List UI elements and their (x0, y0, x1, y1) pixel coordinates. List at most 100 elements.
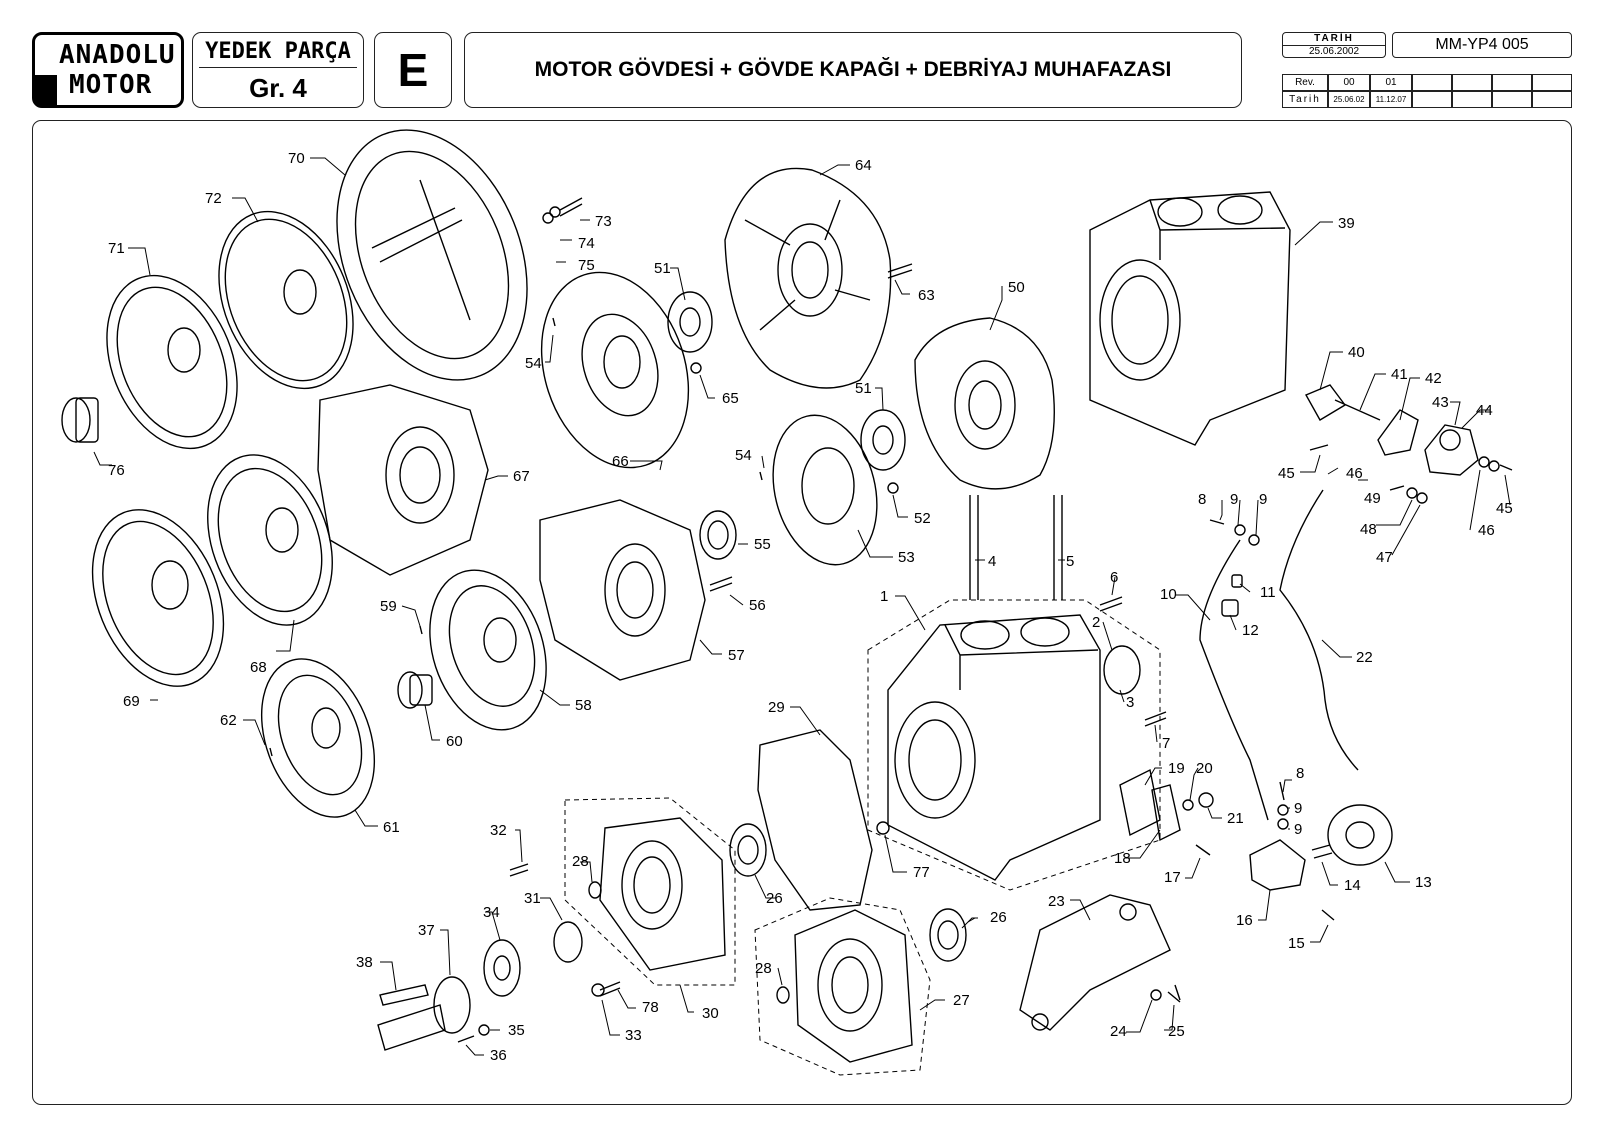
callout-53: 53 (898, 549, 915, 566)
callout-40: 40 (1348, 344, 1365, 361)
callout-22: 22 (1356, 649, 1373, 666)
callout-37: 37 (418, 922, 435, 939)
logo-line-1: ANADOLU (59, 40, 176, 70)
callout-51: 51 (654, 260, 671, 277)
part-76-nut (61, 397, 91, 443)
tarih-01: 11.12.07 (1370, 91, 1412, 108)
callout-38: 38 (356, 954, 373, 971)
callout-51: 51 (855, 380, 872, 397)
rev-empty-2 (1452, 74, 1492, 91)
part-39-engine-block (1089, 191, 1291, 446)
callout-8: 8 (1198, 491, 1206, 508)
part-37-shaft (377, 984, 446, 1051)
callout-2: 2 (1092, 614, 1100, 631)
page-title: MOTOR GÖVDESİ + GÖVDE KAPAĞI + DEBRİYAJ … (464, 32, 1242, 108)
callout-24: 24 (1110, 1023, 1127, 1040)
callout-9: 9 (1230, 491, 1238, 508)
callout-36: 36 (490, 1047, 507, 1064)
callout-15: 15 (1288, 935, 1305, 952)
callout-68: 68 (250, 659, 267, 676)
callout-1: 1 (880, 588, 888, 605)
part-18-housing (1151, 784, 1181, 842)
callout-12: 12 (1242, 622, 1259, 639)
callout-69: 69 (123, 693, 140, 710)
date-label: TARİH (1283, 33, 1385, 46)
rev-00: 00 (1328, 74, 1370, 91)
callout-44: 44 (1476, 402, 1493, 419)
tarih-empty-4 (1532, 91, 1572, 108)
rev-empty-1 (1412, 74, 1452, 91)
callout-39: 39 (1338, 215, 1355, 232)
callout-35: 35 (508, 1022, 525, 1039)
callout-16: 16 (1236, 912, 1253, 929)
part-44-fuel-pump (1424, 424, 1479, 476)
part-19-plate (1119, 768, 1161, 837)
callout-3: 3 (1126, 694, 1134, 711)
callout-33: 33 (625, 1027, 642, 1044)
callout-55: 55 (754, 536, 771, 553)
part-outlines (61, 129, 1513, 1076)
group-number: Gr. 4 (249, 73, 307, 103)
callout-74: 74 (578, 235, 595, 252)
callout-17: 17 (1164, 869, 1181, 886)
part-60-nut (397, 671, 423, 709)
callout-58: 58 (575, 697, 592, 714)
callout-25: 25 (1168, 1023, 1185, 1040)
part-64-housing-cover (724, 167, 892, 389)
callout-32: 32 (490, 822, 507, 839)
part-57-housing (539, 499, 706, 681)
callout-45: 45 (1496, 500, 1513, 517)
callout-10: 10 (1160, 586, 1177, 603)
callout-5: 5 (1066, 553, 1074, 570)
part-63-stud (887, 263, 913, 279)
callout-8: 8 (1296, 765, 1304, 782)
callout-20: 20 (1196, 760, 1213, 777)
part-22-pipe (1279, 489, 1359, 771)
callout-77: 77 (913, 864, 930, 881)
date-cell: TARİH 25.06.2002 (1282, 32, 1386, 58)
tarih-empty-3 (1492, 91, 1532, 108)
section-letter: E (374, 32, 452, 108)
callout-54: 54 (525, 355, 542, 372)
callout-73: 73 (595, 213, 612, 230)
logo-corner-mark (35, 75, 57, 105)
callout-4: 4 (988, 553, 996, 570)
part-10-pipe (1199, 539, 1269, 821)
part-23-bracket (1019, 894, 1171, 1031)
part-42-bracket (1377, 409, 1419, 456)
callout-48: 48 (1360, 521, 1377, 538)
callout-52: 52 (914, 510, 931, 527)
part-50-housing (914, 317, 1055, 490)
part-68-gasket (207, 454, 333, 626)
callout-75: 75 (578, 257, 595, 274)
callout-13: 13 (1415, 874, 1432, 891)
part-16-filter-head (1249, 839, 1306, 891)
part-53-plate (772, 414, 878, 566)
part-56-stud (709, 576, 733, 592)
callout-29: 29 (768, 699, 785, 716)
part-69-cover (91, 509, 225, 687)
callout-11: 11 (1260, 584, 1276, 601)
leader-lines (93, 157, 1511, 1056)
rev-empty-3 (1492, 74, 1532, 91)
drawing-frame (32, 120, 1572, 1105)
part-61-cover (260, 658, 376, 818)
callout-46: 46 (1478, 522, 1495, 539)
part-72-gasket (218, 210, 354, 390)
part-1-crankcase (887, 614, 1101, 881)
callout-21: 21 (1227, 810, 1244, 827)
callout-6: 6 (1110, 569, 1118, 586)
callout-72: 72 (205, 190, 222, 207)
revision-table: TARİH 25.06.2002 MM-YP4 005 Rev. 00 01 T… (1282, 32, 1572, 108)
callout-45: 45 (1278, 465, 1295, 482)
callout-50: 50 (1008, 279, 1025, 296)
callout-27: 27 (953, 992, 970, 1009)
callout-9: 9 (1294, 821, 1302, 838)
callout-9: 9 (1294, 800, 1302, 817)
callout-71: 71 (108, 240, 125, 257)
part-71-cover (106, 274, 238, 450)
group-label: YEDEK PARÇA (199, 37, 357, 68)
part-66-plate (540, 271, 690, 469)
